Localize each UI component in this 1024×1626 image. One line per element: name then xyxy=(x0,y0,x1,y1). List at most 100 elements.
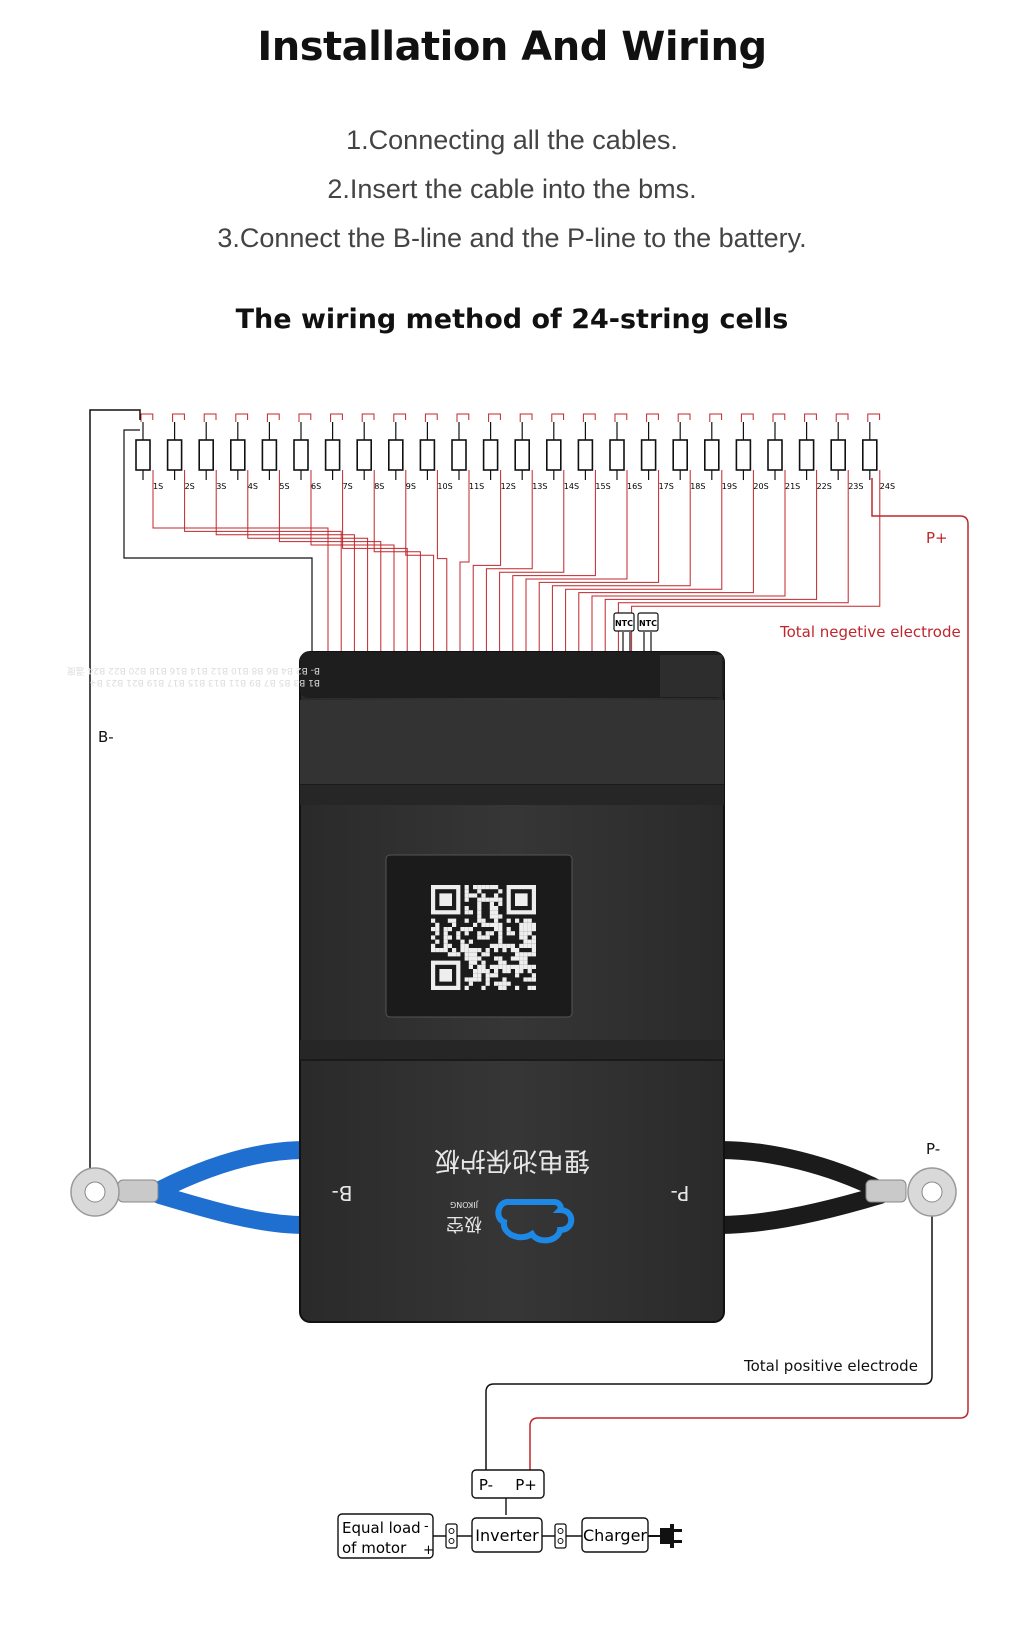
balance-wire xyxy=(617,470,849,665)
cell-label: 9S xyxy=(406,482,416,491)
cell-label: 11S xyxy=(469,482,484,491)
cell-label: 1S xyxy=(153,482,163,491)
instruction-steps: 1.Connecting all the cables. 2.Insert th… xyxy=(0,116,1024,263)
battery-cell: 15S xyxy=(577,422,611,491)
equal-load-line2: of motor xyxy=(342,1539,407,1557)
board-b-minus-mark: B- xyxy=(332,1181,353,1205)
battery-cell: 9S xyxy=(387,422,416,491)
cell-label: 22S xyxy=(817,482,832,491)
balance-wire xyxy=(512,470,596,665)
battery-cell: 22S xyxy=(798,422,832,491)
cell-label: 24S xyxy=(880,482,895,491)
cell-label: 18S xyxy=(690,482,705,491)
page-title: Installation And Wiring xyxy=(257,24,767,70)
equal-load-plus: + xyxy=(423,1543,434,1558)
equal-load-line1: Equal load xyxy=(342,1519,421,1537)
cell-label: 23S xyxy=(848,482,863,491)
balance-wire xyxy=(472,470,502,665)
step-2: 2.Insert the cable into the bms. xyxy=(327,174,697,204)
cell-label: 5S xyxy=(279,482,289,491)
balance-wire xyxy=(578,470,754,665)
b-minus-sense-wire xyxy=(123,429,313,665)
label-p-plus-top: P+ xyxy=(926,529,948,547)
step-3: 3.Connect the B-line and the P-line to t… xyxy=(217,223,807,253)
balance-wire xyxy=(278,470,382,665)
ntc-sensor-1 xyxy=(613,612,635,632)
cell-label: 17S xyxy=(659,482,674,491)
battery-cell: 4S xyxy=(230,422,258,491)
balance-wire-loop xyxy=(203,413,217,422)
b-minus-cable xyxy=(70,1141,314,1234)
battery-cell: 16S xyxy=(609,422,642,491)
cell-label: 12S xyxy=(501,482,516,491)
balance-wire-loop xyxy=(740,413,754,422)
balance-wire xyxy=(152,470,329,665)
balance-wire-loop xyxy=(614,413,628,422)
p-terminal-box xyxy=(471,1469,545,1499)
terminal-p-minus: P- xyxy=(479,1476,493,1494)
pin-row-2: B1 B3 B5 B7 B9 B11 B13 B15 B17 B19 B21 B… xyxy=(89,677,320,687)
balance-wire xyxy=(591,470,786,665)
balance-wire xyxy=(538,470,660,665)
battery-cell: 10S xyxy=(419,422,453,491)
balance-wire-loop xyxy=(582,413,596,422)
balance-wire xyxy=(459,470,470,665)
cell-label: 13S xyxy=(532,482,547,491)
balance-wire-loop xyxy=(330,413,343,422)
balance-wire xyxy=(215,470,355,665)
balance-wire xyxy=(184,470,342,665)
p-minus-wire xyxy=(485,1208,933,1470)
load-section: P- P+ Equal load of motor - + Inverter C… xyxy=(337,1469,682,1559)
cell-label: 10S xyxy=(437,482,452,491)
battery-cell: 18S xyxy=(672,422,705,491)
balance-wire-loop xyxy=(266,413,280,422)
diagram-subtitle: The wiring method of 24-string cells xyxy=(235,304,789,335)
battery-cell: 6S xyxy=(293,422,321,491)
battery-cell: 17S xyxy=(640,422,674,491)
inverter-label: Inverter xyxy=(475,1526,539,1545)
battery-cell: 11S xyxy=(451,422,484,491)
cell-label: 16S xyxy=(627,482,642,491)
ntc-sensor-2 xyxy=(637,612,659,632)
balance-wire xyxy=(247,470,369,665)
balance-wire xyxy=(565,470,723,665)
battery-cell: 21S xyxy=(767,422,800,491)
balance-wire xyxy=(499,470,565,665)
balance-wire-loop xyxy=(140,413,154,422)
terminal-p-plus: P+ xyxy=(515,1476,537,1494)
ntc-label-1: NTC xyxy=(615,619,633,628)
equal-load-minus: - xyxy=(424,1519,429,1534)
balance-wire-loop xyxy=(361,413,375,422)
balance-wire xyxy=(551,470,691,665)
label-total-positive: Total positive electrode xyxy=(743,1357,918,1375)
balance-wire-loop xyxy=(235,413,249,422)
jikong-logo: 极空 JIKONG xyxy=(446,1198,575,1244)
label-b-minus: B- xyxy=(98,728,114,746)
ntc-label-2: NTC xyxy=(639,619,657,628)
cell-label: 14S xyxy=(564,482,579,491)
cell-label: 19S xyxy=(722,482,737,491)
plug-connector-1 xyxy=(445,1523,458,1549)
label-total-negative: Total negetive electrode xyxy=(779,623,961,641)
brand-en: JIKONG xyxy=(450,1200,479,1209)
inverter-box xyxy=(471,1517,543,1553)
battery-cell: 12S xyxy=(482,422,516,491)
balance-wire xyxy=(525,470,628,665)
balance-wire-loop xyxy=(804,413,817,422)
battery-cell: 23S xyxy=(830,422,863,491)
brand-cn: 极空 xyxy=(446,1213,482,1234)
cell-label: 7S xyxy=(343,482,353,491)
balance-wire-loop xyxy=(393,413,407,422)
plug-connector-2 xyxy=(554,1523,567,1549)
step-1: 1.Connecting all the cables. xyxy=(346,125,678,155)
battery-cell: 8S xyxy=(356,422,384,491)
battery-cell: 24S xyxy=(861,422,895,491)
p-plus-wire xyxy=(529,478,969,1470)
balance-wire xyxy=(373,470,421,665)
cell-label: 3S xyxy=(216,482,226,491)
battery-cell: 19S xyxy=(703,422,737,491)
balance-wire xyxy=(485,470,533,665)
qr-code xyxy=(427,881,540,994)
